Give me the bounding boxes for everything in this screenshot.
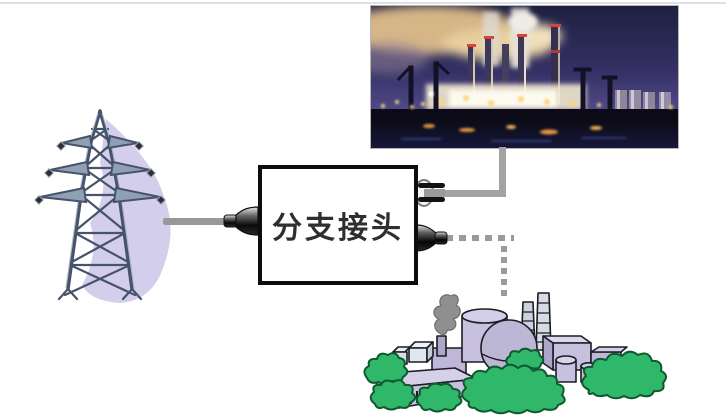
branch-joint-box: 分支接头 <box>258 165 418 285</box>
slide-top-border <box>0 2 726 4</box>
power-plant-photo <box>370 5 679 149</box>
cable-box-to-photo-vertical <box>499 147 506 197</box>
cable-box-to-photo-horizontal <box>440 190 506 197</box>
dashed-cable-box-to-plant-vertical <box>501 246 507 298</box>
cable-connector-top-right <box>414 179 445 207</box>
insulator-dots <box>34 141 166 205</box>
cable-connector-left <box>223 206 259 236</box>
transmission-tower-illustration <box>34 109 171 303</box>
smoke-stack <box>433 294 461 357</box>
water-reflections <box>401 124 626 142</box>
bushes <box>363 347 667 415</box>
power-plant-photo-art <box>371 6 678 148</box>
cable-tower-to-box <box>163 218 228 225</box>
tower-shadow <box>82 119 171 303</box>
nuclear-plant-cartoon <box>363 292 667 415</box>
branch-joint-label: 分支接头 <box>272 211 404 246</box>
cable-connector-bottom-right <box>415 224 448 252</box>
plant-lights <box>426 84 586 110</box>
water <box>371 118 678 148</box>
distant-lights <box>381 91 673 109</box>
quay-band <box>371 109 678 119</box>
dashed-cable-box-to-plant-horizontal <box>446 235 514 241</box>
chimneys <box>467 24 561 104</box>
